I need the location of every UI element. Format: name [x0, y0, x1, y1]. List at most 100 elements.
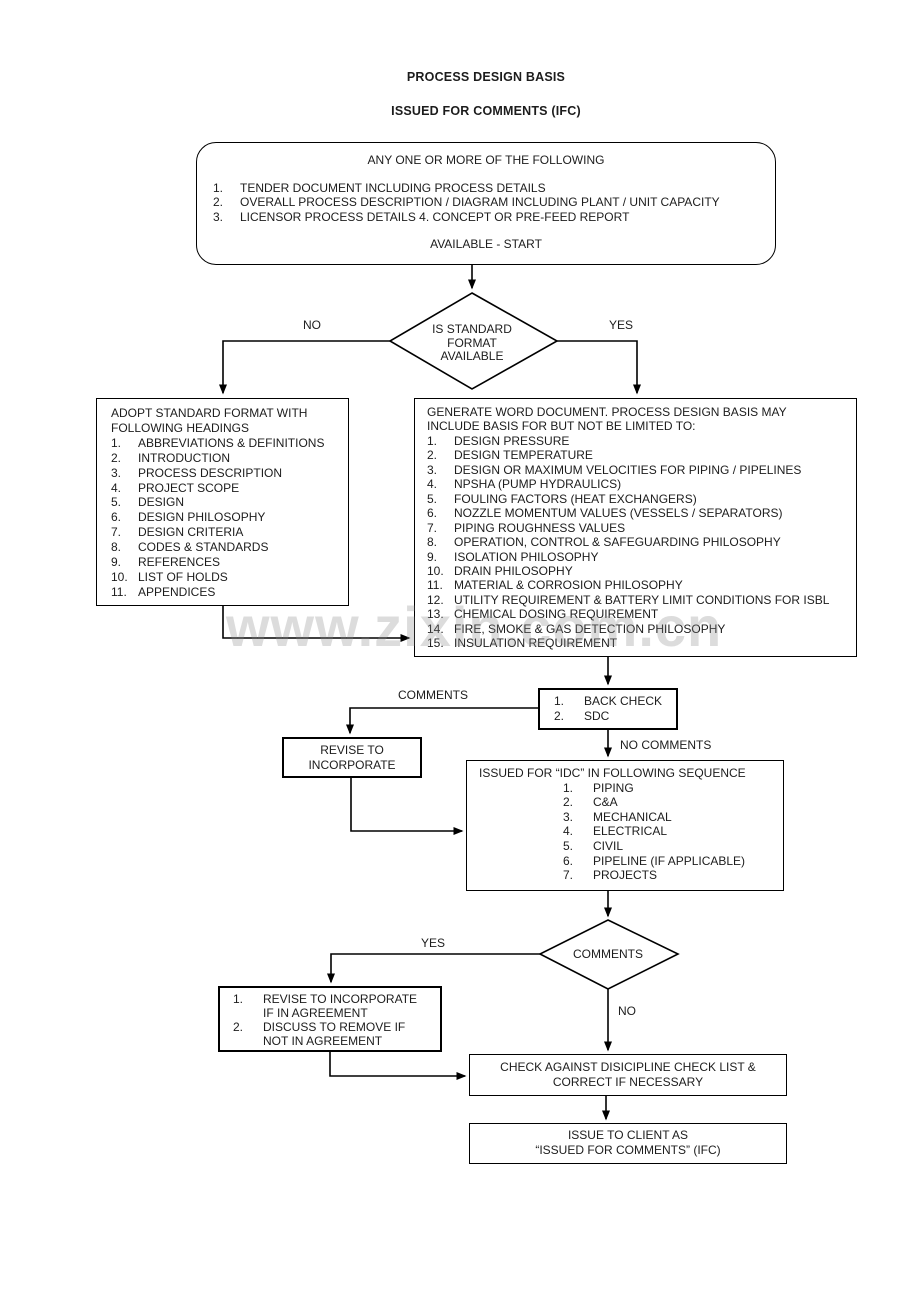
node-adopt-standard-format: ADOPT STANDARD FORMAT WITH FOLLOWING HEA… [96, 398, 349, 606]
list-item: 3. DESIGN OR MAXIMUM VELOCITIES FOR PIPI… [427, 463, 850, 477]
list-item-number: 1. [213, 180, 224, 195]
list-item-text: NOZZLE MOMENTUM VALUES (VESSELS / SEPARA… [454, 506, 783, 521]
arrow-decision1-no [219, 340, 390, 395]
node-check-against-checklist: CHECK AGAINST DISICIPLINE CHECK LIST & C… [469, 1054, 787, 1096]
start-footer: AVAILABLE - START [430, 237, 542, 251]
generate-heading: GENERATE WORD DOCUMENT. PROCESS DESIGN B… [427, 405, 787, 434]
list-item-number: 11. [111, 584, 127, 599]
list-item-text: DESIGN PRESSURE [454, 433, 570, 448]
list-item: 9. REFERENCES [111, 555, 342, 570]
no-comments-branch-label: NO COMMENTS [620, 738, 712, 752]
list-item: 15. INSULATION REQUIREMENT [427, 636, 850, 650]
list-item-number: 6. [563, 853, 574, 868]
list-item-text: LIST OF HOLDS [138, 569, 228, 584]
list-item: 1. BACK CHECK [554, 694, 672, 709]
list-item-number: 2. [233, 1019, 244, 1034]
list-item-text: UTILITY REQUIREMENT & BATTERY LIMIT COND… [454, 592, 830, 607]
list-item-number: 15. [427, 636, 444, 651]
list-item-text: PROCESS DESCRIPTION [138, 465, 283, 480]
list-item: 4. NPSHA (PUMP HYDRAULICS) [427, 477, 850, 491]
list-item-text: DESIGN TEMPERATURE [454, 448, 593, 463]
list-item: 11. APPENDICES [111, 585, 342, 600]
list-item: 7. PROJECTS [563, 868, 779, 883]
page-subtitle: ISSUED FOR COMMENTS (IFC) [391, 104, 581, 118]
adopt-item-list: 1. ABBREVIATIONS & DEFINITIONS 2. INTROD… [111, 436, 342, 600]
list-item: 1. ABBREVIATIONS & DEFINITIONS [111, 436, 342, 451]
list-item-number: 13. [427, 607, 444, 622]
list-item-number: 7. [111, 525, 122, 540]
list-item: 2. C&A [563, 795, 779, 810]
list-item: 7. DESIGN CRITERIA [111, 525, 342, 540]
list-item-text: DRAIN PHILOSOPHY [454, 563, 573, 578]
arrow-decision1-yes [557, 340, 641, 395]
list-item-number: 6. [111, 510, 122, 525]
list-item-number: 1. [111, 435, 122, 450]
list-item: 7. PIPING ROUGHNESS VALUES [427, 521, 850, 535]
list-item-number: 2. [554, 709, 565, 723]
list-item-text: REVISE TO INCORPORATE IF IN AGREEMENT [263, 992, 418, 1020]
list-item: 3. LICENSOR PROCESS DETAILS 4. CONCEPT O… [213, 210, 759, 225]
list-item-number: 11. [427, 578, 443, 593]
arrow-backcheck-comments [346, 707, 538, 735]
list-item-number: 2. [563, 795, 574, 810]
list-item-text: FIRE, SMOKE & GAS DETECTION PHILOSOPHY [454, 621, 726, 636]
list-item: 1. TENDER DOCUMENT INCLUDING PROCESS DET… [213, 181, 759, 196]
list-item-text: INSULATION REQUIREMENT [454, 636, 618, 651]
list-item-number: 3. [111, 465, 122, 480]
list-item-text: CODES & STANDARDS [138, 540, 269, 555]
list-item-text: MATERIAL & CORROSION PHILOSOPHY [454, 578, 683, 593]
list-item-number: 9. [111, 555, 122, 570]
arrow-decision2-yes [327, 953, 540, 984]
agreement-item-list: 1. REVISE TO INCORPORATE IF IN AGREEMENT… [233, 992, 436, 1049]
list-item-number: 7. [563, 868, 574, 883]
list-item-number: 7. [427, 520, 438, 535]
decision1-no-label: NO [303, 318, 321, 332]
list-item: 2. INTRODUCTION [111, 451, 342, 466]
node-generate-word-document: GENERATE WORD DOCUMENT. PROCESS DESIGN B… [414, 398, 857, 657]
list-item: 1. REVISE TO INCORPORATE IF IN AGREEMENT [233, 992, 436, 1021]
decision2-yes-label: YES [420, 936, 445, 950]
list-item-number: 5. [111, 495, 122, 510]
list-item-text: SDC [584, 709, 610, 723]
list-item: 6. PIPELINE (IF APPLICABLE) [563, 854, 779, 869]
list-item: 14. FIRE, SMOKE & GAS DETECTION PHILOSOP… [427, 622, 850, 636]
list-item-number: 3. [563, 809, 574, 824]
list-item: 4. PROJECT SCOPE [111, 481, 342, 496]
list-item-text: CHEMICAL DOSING REQUIREMENT [454, 607, 659, 622]
list-item: 6. NOZZLE MOMENTUM VALUES (VESSELS / SEP… [427, 506, 850, 520]
list-item: 12. UTILITY REQUIREMENT & BATTERY LIMIT … [427, 593, 850, 607]
list-item-number: 1. [554, 694, 565, 708]
list-item-text: ELECTRICAL [593, 824, 668, 839]
list-item-text: PIPING ROUGHNESS VALUES [454, 520, 626, 535]
idc-item-list: 1. PIPING 2. C&A 3. MECHANICAL 4. ELECTR… [479, 781, 779, 883]
list-item-text: DESIGN PHILOSOPHY [138, 510, 266, 525]
node-start: ANY ONE OR MORE OF THE FOLLOWING 1. TEND… [196, 142, 776, 265]
list-item-number: 8. [427, 535, 438, 550]
list-item-text: ISOLATION PHILOSOPHY [454, 549, 599, 564]
decision2-diamond [538, 919, 680, 990]
list-item-number: 10. [111, 569, 128, 584]
list-item: 10. DRAIN PHILOSOPHY [427, 564, 850, 578]
backcheck-item-list: 1. BACK CHECK 2. SDC [554, 694, 672, 724]
start-item-list: 1. TENDER DOCUMENT INCLUDING PROCESS DET… [213, 181, 759, 225]
arrow-revise-to-idc [350, 778, 464, 835]
node-issued-for-idc: ISSUED FOR “IDC” IN FOLLOWING SEQUENCE 1… [466, 760, 784, 891]
comments-branch-label: COMMENTS [398, 688, 468, 702]
list-item-text: NPSHA (PUMP HYDRAULICS) [454, 477, 622, 492]
list-item-text: PIPELINE (IF APPLICABLE) [593, 853, 746, 868]
list-item-text: C&A [593, 795, 618, 810]
list-item: 2. OVERALL PROCESS DESCRIPTION / DIAGRAM… [213, 195, 759, 210]
list-item: 8. CODES & STANDARDS [111, 540, 342, 555]
list-item-number: 1. [563, 780, 574, 795]
list-item-number: 2. [427, 448, 438, 463]
arrow-agreement-to-check [329, 1052, 467, 1080]
page-title: PROCESS DESIGN BASIS [406, 70, 566, 84]
arrow-adopt-to-generate [222, 606, 411, 642]
list-item-number: 1. [427, 433, 438, 448]
list-item: 8. OPERATION, CONTROL & SAFEGUARDING PHI… [427, 535, 850, 549]
decision1-label: IS STANDARD FORMAT AVAILABLE [432, 322, 512, 363]
list-item-text: TENDER DOCUMENT INCLUDING PROCESS DETAIL… [240, 180, 546, 195]
list-item-text: ABBREVIATIONS & DEFINITIONS [138, 435, 325, 450]
list-item-text: FOULING FACTORS (HEAT EXCHANGERS) [454, 491, 697, 506]
